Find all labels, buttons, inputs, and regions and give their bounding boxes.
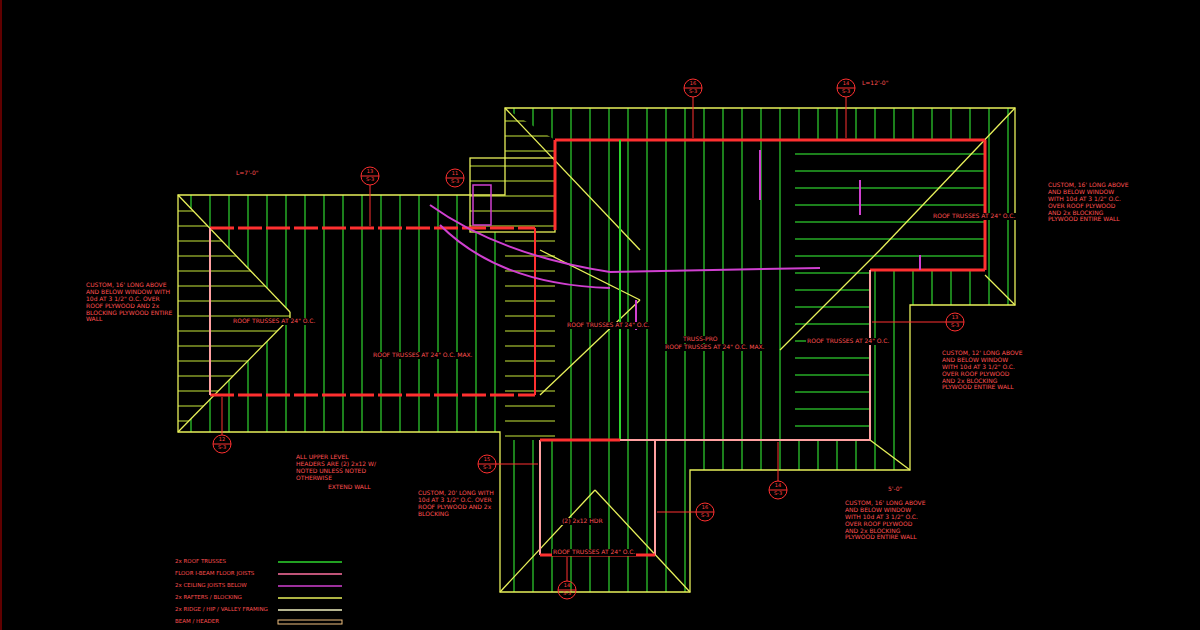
legend-text: 2x RAFTERS / BLOCKING — [175, 595, 242, 601]
framing-note: ALL UPPER LEVEL HEADERS ARE (2) 2x12 W/ … — [296, 454, 376, 482]
legend-text: FLOOR I-BEAM FLOOR JOISTS — [175, 571, 254, 577]
plan-label: ROOF TRUSSES AT 24" O.C. MAX. — [372, 352, 474, 359]
framing-note: CUSTOM, 20' LONG WITH 10d AT 3 1/2" O.C.… — [418, 490, 503, 518]
plan-label: L=12'-0" — [862, 80, 888, 87]
roof-outline — [178, 108, 1015, 592]
sheet-reference: S-3 — [774, 491, 782, 497]
plan-label: 5'-0" — [888, 486, 902, 493]
sheet-reference: S-3 — [689, 89, 697, 95]
plan-label: (2) 2x12 HDR — [561, 518, 604, 525]
callout-number: 13 — [952, 315, 958, 321]
plan-label: TRUSS-PRO — [682, 336, 719, 343]
legend-text: 2x CEILING JOISTS BELOW — [175, 583, 247, 589]
sheet-reference: S-3 — [842, 89, 850, 95]
sheet-reference: S-3 — [218, 445, 226, 451]
callout-number: 12 — [219, 437, 225, 443]
sheet-reference: S-3 — [701, 513, 709, 519]
callout-bubbles — [213, 79, 964, 599]
callout-number: 14 — [775, 483, 781, 489]
sheet-reference: S-3 — [951, 323, 959, 329]
callout-number: 16 — [702, 505, 708, 511]
sheet-reference: S-3 — [483, 465, 491, 471]
callout-number: 14 — [843, 81, 849, 87]
framing-note: CUSTOM, 16' LONG ABOVE AND BELOW WINDOW … — [845, 500, 927, 541]
framing-note: CUSTOM, 16' LONG ABOVE AND BELOW WINDOW … — [86, 282, 178, 323]
sheet-reference: S-3 — [366, 177, 374, 183]
plan-label: ROOF TRUSSES AT 24" O.C. — [232, 318, 316, 325]
sheet-reference: S-3 — [563, 591, 571, 597]
plan-label: ROOF TRUSSES AT 24" O.C. — [566, 322, 650, 329]
plan-label: ROOF TRUSSES AT 24" O.C. MAX. — [664, 344, 766, 351]
framing-note: CUSTOM, 12' LONG ABOVE AND BELOW WINDOW … — [942, 350, 1024, 391]
plan-label: ROOF TRUSSES AT 24" O.C. — [806, 338, 890, 345]
plan-label: L=7'-0" — [236, 170, 259, 177]
callout-number: 14 — [564, 583, 570, 589]
sheet-border — [1, 0, 2, 630]
wall-lines — [210, 140, 985, 555]
plan-label: ROOF TRUSSES AT 24" O.C. — [552, 549, 636, 556]
legend-text: 2x ROOF TRUSSES — [175, 559, 226, 565]
sheet-reference: S-3 — [451, 179, 459, 185]
stair-and-blocking — [430, 150, 920, 330]
legend-text: 2x RIDGE / HIP / VALLEY FRAMING — [175, 607, 268, 613]
plan-label: EXTEND WALL — [328, 484, 371, 491]
framing-note: CUSTOM, 16' LONG ABOVE AND BELOW WINDOW … — [1048, 182, 1130, 223]
legend-samples — [278, 562, 342, 624]
callout-number: 11 — [452, 171, 458, 177]
callout-number: 13 — [367, 169, 373, 175]
truss-fields — [178, 108, 1015, 592]
legend-text: BEAM / HEADER — [175, 619, 219, 625]
plan-label: ROOF TRUSSES AT 24" O.C. — [932, 213, 1016, 220]
callout-number: 16 — [690, 81, 696, 87]
callout-number: 15 — [484, 457, 490, 463]
